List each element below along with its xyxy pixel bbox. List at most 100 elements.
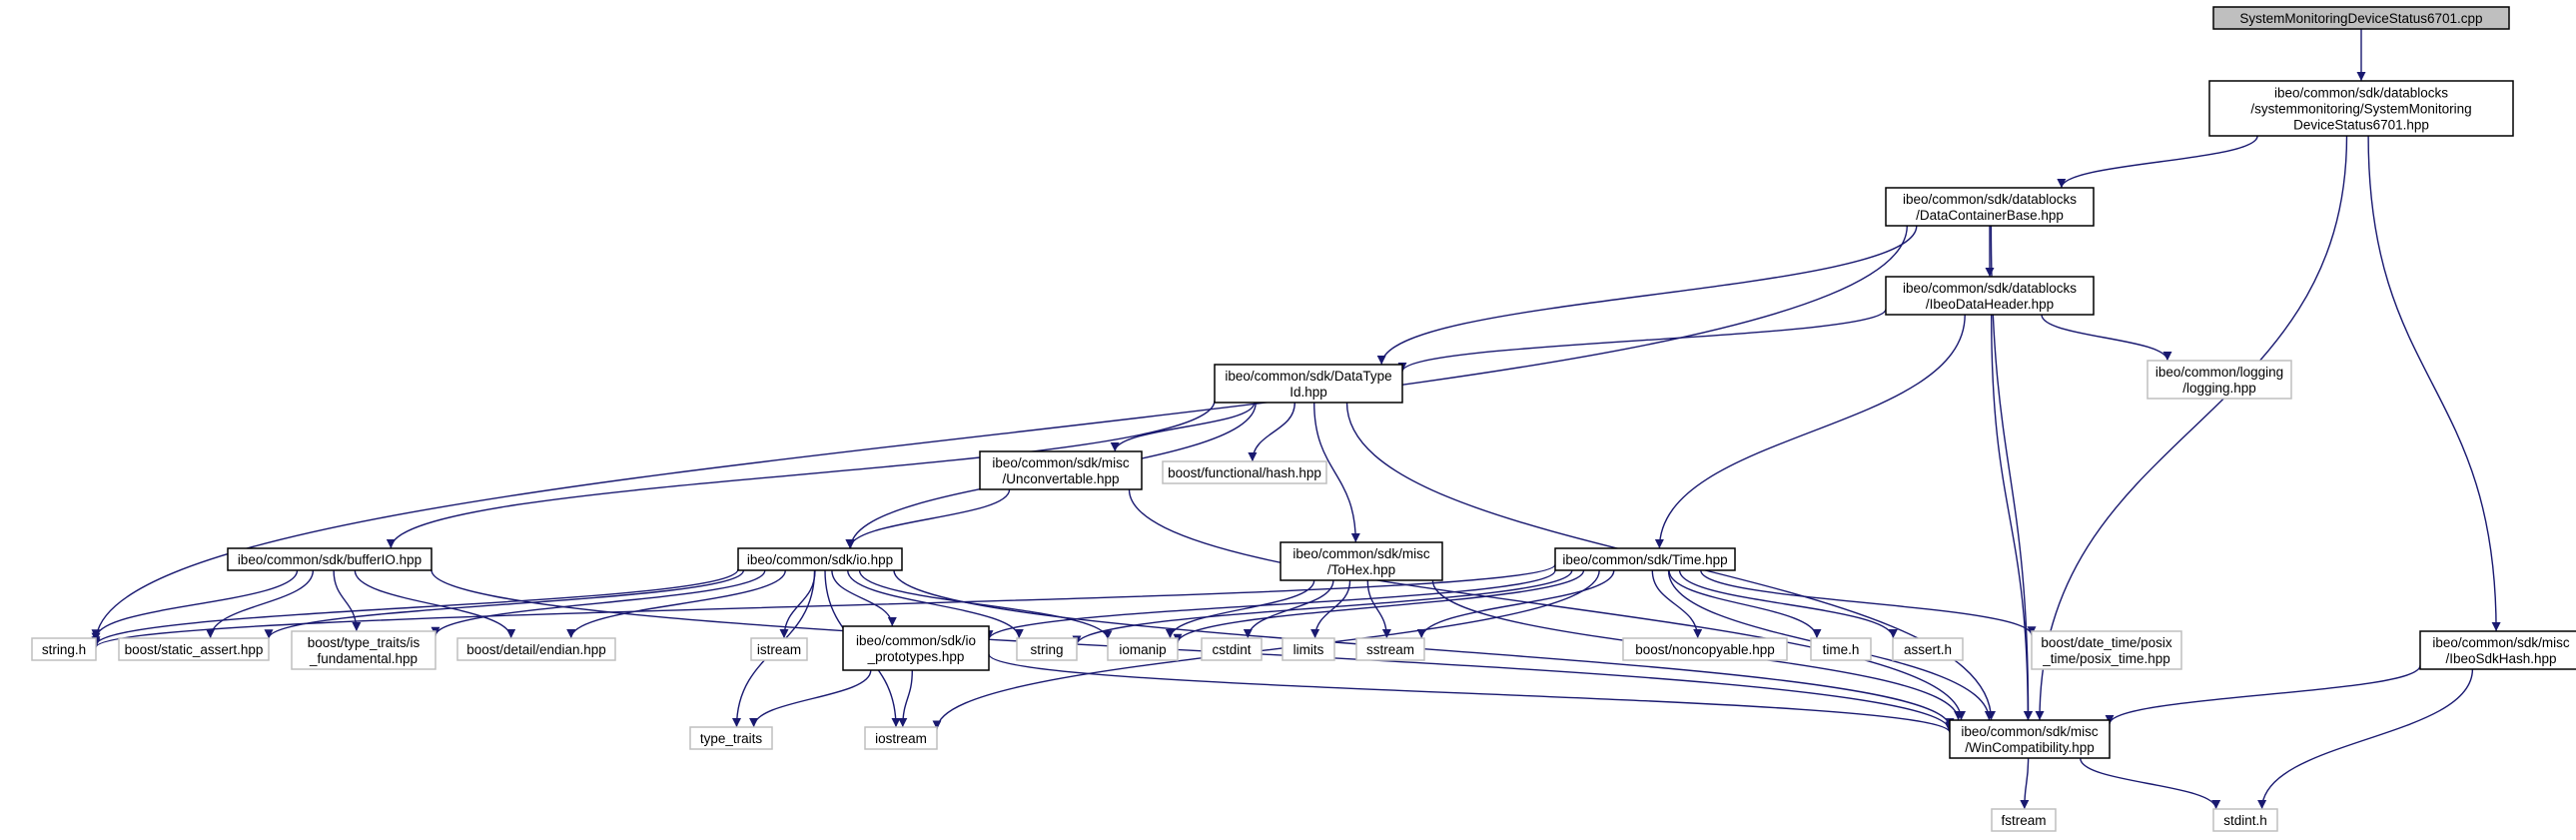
node-posix-time: boost/date_time/posix_time/posix_time.hp… <box>2031 630 2182 670</box>
edge-arrow <box>898 669 913 728</box>
edge-io_hpp-to-endian <box>566 569 786 639</box>
edge-time_hpp-to-string <box>1072 569 1573 645</box>
edge-arrow <box>264 569 745 639</box>
edge-unconvertable-to-io_hpp <box>845 488 1011 549</box>
node-sysmon-hpp[interactable]: ibeo/common/sdk/datablocks/systemmonitor… <box>2208 80 2514 137</box>
edge-arrow <box>845 488 1011 549</box>
node-label-line: ibeo/common/sdk/datablocks <box>1903 281 2077 296</box>
node-datacontainerbase[interactable]: ibeo/common/sdk/datablocks/DataContainer… <box>1885 187 2095 227</box>
edge-datatypeid-to-boost_hash <box>1248 402 1295 462</box>
edge-io_hpp-to-io_prototypes <box>831 569 897 627</box>
node-ibeosdkhash[interactable]: ibeo/common/sdk/misc/IbeoSdkHash.hpp <box>2419 630 2576 670</box>
node-box <box>1622 637 1788 661</box>
node-box <box>979 450 1143 490</box>
node-box <box>456 637 616 661</box>
edge-datatypeid-to-bufferio <box>386 400 1216 549</box>
edge-arrow <box>566 569 786 639</box>
node-type-traits: type_traits <box>689 726 773 750</box>
edge-sysmon_hpp-to-datacontainerbase <box>2057 135 2258 189</box>
node-box <box>1280 541 1443 581</box>
node-unconvertable[interactable]: ibeo/common/sdk/misc/Unconvertable.hpp <box>979 450 1143 490</box>
node-root[interactable]: SystemMonitoringDeviceStatus6701.cpp <box>2212 6 2510 30</box>
node-label-line: ibeo/common/sdk/datablocks <box>1903 192 2077 207</box>
node-io-prototypes[interactable]: ibeo/common/sdk/io_prototypes.hpp <box>842 625 990 671</box>
node-box <box>1107 637 1179 661</box>
node-time-hpp[interactable]: ibeo/common/sdk/Time.hpp <box>1554 547 1736 571</box>
edge-arrow <box>1668 569 1822 639</box>
node-io-hpp[interactable]: ibeo/common/sdk/io.hpp <box>737 547 903 571</box>
node-label-line: boost/functional/hash.hpp <box>1168 465 1321 480</box>
edge-arrow <box>988 653 1955 733</box>
edge-arrow <box>1991 314 2033 721</box>
node-box <box>2208 80 2514 137</box>
edge-arrow <box>1416 569 1615 639</box>
node-string-h: string.h <box>31 637 97 661</box>
edge-time_hpp-to-assert_h <box>1678 569 1898 639</box>
edge-ibeosdkhash-to-wincompat <box>2105 665 2421 725</box>
edge-arrow <box>984 569 1556 640</box>
edge-sysmon_hpp-to-ibeosdkhash <box>2367 135 2501 632</box>
node-assert-h: assert.h <box>1892 637 1964 661</box>
edge-arrow <box>430 569 1955 731</box>
edge-io_prototypes-to-wincompat <box>988 653 1955 733</box>
node-label-line: boost/date_time/posix <box>2041 635 2172 650</box>
node-label-line: /systemmonitoring/SystemMonitoring <box>2250 102 2471 117</box>
edge-time_hpp-to-iostream <box>932 569 1600 730</box>
edge-tohex-to-sstream <box>1366 579 1391 639</box>
node-box <box>227 547 432 571</box>
node-label-line: ibeo/common/logging <box>2155 365 2283 380</box>
edge-datacontainerbase-to-wincompat <box>1990 225 2034 721</box>
node-box <box>1554 547 1736 571</box>
edge-arrow <box>1397 309 1887 373</box>
node-label-line: /Unconvertable.hpp <box>1002 471 1119 486</box>
edge-bufferio-to-is_fundamental <box>333 569 362 632</box>
node-box <box>689 726 773 750</box>
node-label-line: /DataContainerBase.hpp <box>1916 208 2064 223</box>
node-label-line: boost/type_traits/is <box>308 635 421 650</box>
node-cstdint: cstdint <box>1201 637 1263 661</box>
node-string: string <box>1016 637 1078 661</box>
edge-unconvertable-to-wincompat <box>1128 488 1966 721</box>
node-label-line: limits <box>1293 642 1324 657</box>
edge-arrow <box>206 569 315 639</box>
node-label-line: string <box>1030 642 1063 657</box>
edge-io_prototypes-to-type_traits <box>749 669 872 728</box>
edge-ibeodataheader-to-wincompat <box>1991 314 2033 721</box>
node-box <box>1201 637 1263 661</box>
edge-arrow <box>779 569 816 639</box>
edge-arrow <box>91 569 299 639</box>
node-bufferio[interactable]: ibeo/common/sdk/bufferIO.hpp <box>227 547 432 571</box>
edge-arrow <box>1700 569 2037 636</box>
node-is-fundamental: boost/type_traits/is_fundamental.hpp <box>291 630 436 670</box>
node-box <box>2212 6 2510 30</box>
edge-arrow <box>831 569 897 627</box>
node-box <box>750 637 808 661</box>
edge-io_hpp-to-string <box>847 569 1024 639</box>
node-label-line: ibeo/common/sdk/misc <box>1961 724 2099 739</box>
node-label-line: ibeo/common/sdk/misc <box>1292 546 1430 561</box>
edge-arrow <box>91 225 1908 642</box>
node-label-line: _fundamental.hpp <box>309 651 418 666</box>
node-box <box>1214 364 1403 404</box>
node-label-line: /WinCompatibility.hpp <box>1965 740 2095 755</box>
edge-io_prototypes-to-iostream <box>898 669 913 728</box>
edge-arrow <box>2257 668 2474 810</box>
node-iostream: iostream <box>864 726 938 750</box>
edge-arrow <box>1248 402 1295 462</box>
node-box <box>1282 637 1335 661</box>
edge-bufferio-to-static_assert <box>206 569 315 639</box>
node-box <box>1885 187 2095 227</box>
node-tohex[interactable]: ibeo/common/sdk/misc/ToHex.hpp <box>1280 541 1443 581</box>
edge-time_hpp-to-noncopyable <box>1651 569 1703 639</box>
node-label-line: ibeo/common/sdk/bufferIO.hpp <box>238 552 422 567</box>
node-ibeodataheader[interactable]: ibeo/common/sdk/datablocks/IbeoDataHeade… <box>1885 276 2095 316</box>
node-label-line: string.h <box>42 642 86 657</box>
edge-arrow <box>91 563 1556 648</box>
edge-arrow <box>1072 569 1573 645</box>
edge-arrow <box>858 569 1113 640</box>
edge-arrow <box>1678 569 1898 639</box>
node-logging: ibeo/common/logging/logging.hpp <box>2147 360 2292 400</box>
node-wincompat[interactable]: ibeo/common/sdk/misc/WinCompatibility.hp… <box>1949 719 2111 759</box>
